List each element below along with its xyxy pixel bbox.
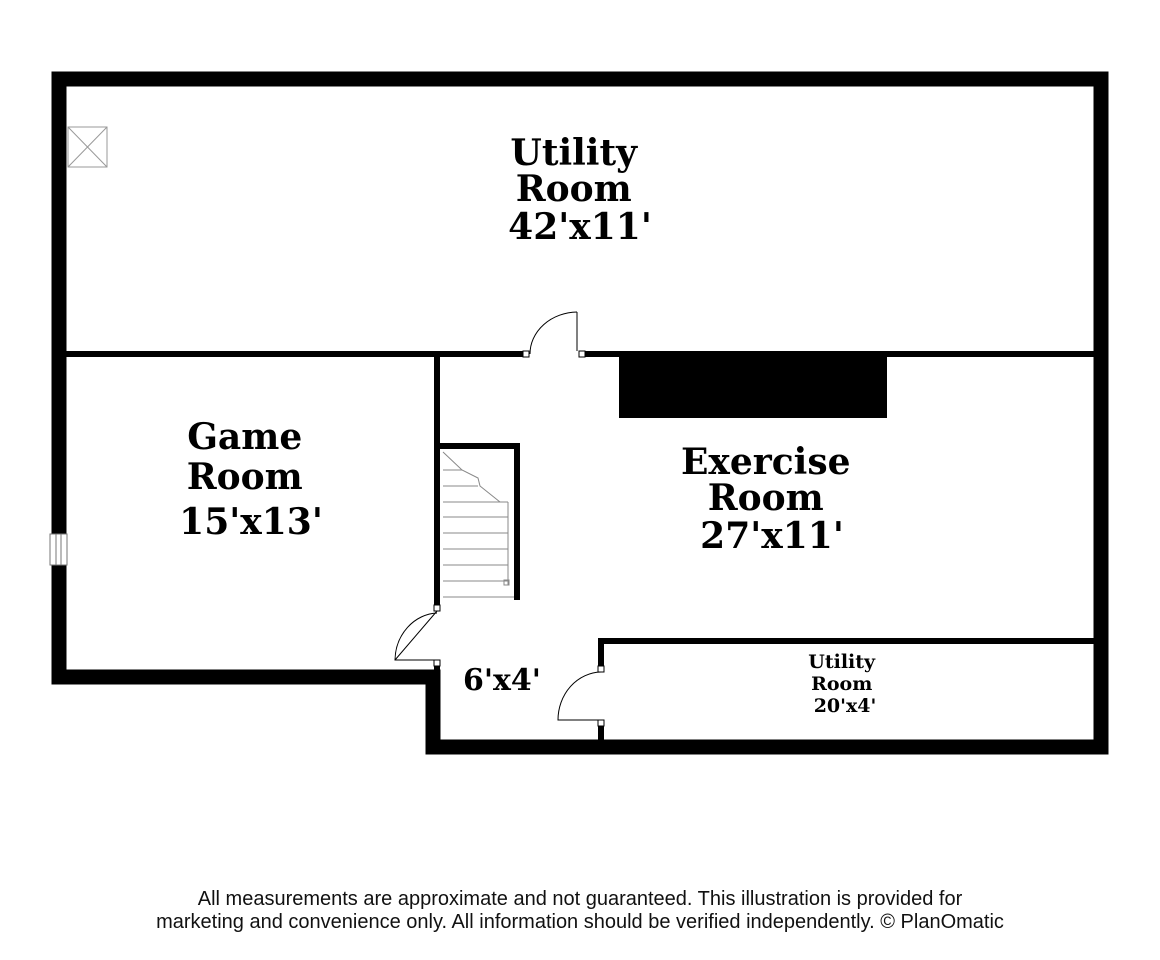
disclaimer-line-1: All measurements are approximate and not… [197,888,963,910]
svg-text:Game Room 15'x13': Game Room 15'x13' [179,416,323,543]
svg-text:Utility Room 20'x4': Utility Room 20'x4' [808,651,881,717]
utility-room-small-name: Utility [808,651,876,673]
svg-text:Utility Room 42'x11': Utility Room 42'x11' [508,132,652,248]
staircase [442,451,514,598]
hall-dims: 6'x4' [463,663,541,698]
game-room-dims: 15'x13' [179,501,323,543]
window-icon [49,533,68,566]
door [394,604,441,667]
svg-text:6'x4': 6'x4' [463,663,541,698]
door [522,311,586,358]
utility-room-small-name: Room [811,673,872,695]
exercise-room-dims: 27'x11' [700,515,844,557]
utility-room-name: Utility [510,132,638,174]
interior-wall [598,638,1094,669]
disclaimer: All measurements are approximate and not… [0,888,1160,934]
access-hatch-icon [67,126,108,168]
beam-block [619,357,887,418]
exercise-room-name: Room [708,477,824,519]
utility-room-dims: 42'x11' [508,206,652,248]
exterior-wall [51,71,1109,755]
game-room-name: Game [187,416,302,458]
exercise-room-name: Exercise [681,441,851,483]
door [557,665,605,727]
disclaimer-line-2: marketing and convenience only. All info… [156,911,1004,933]
utility-room-small-dims: 20'x4' [814,695,877,717]
stair-wall [437,443,520,600]
game-room-name: Room [187,456,303,498]
utility-room-name: Room [516,168,632,210]
svg-text:Exercise Room 27'x11': Exercise Room 27'x11' [681,441,863,557]
